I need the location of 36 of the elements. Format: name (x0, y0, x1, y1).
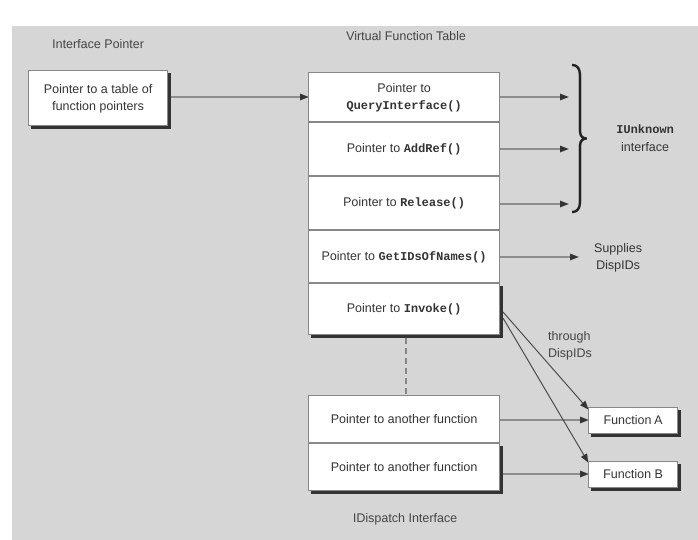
table-row (308, 395, 500, 443)
dashed-connector (405, 338, 407, 395)
edge-note: through DispIDs (548, 328, 593, 362)
table-row (308, 176, 500, 230)
table-row (308, 230, 500, 283)
arrow (500, 253, 579, 261)
node-text: Pointer to another function (330, 410, 478, 428)
caption-text: IDispatch Interface (352, 510, 458, 527)
arrow (500, 145, 569, 153)
table-row (308, 283, 500, 335)
arrow (503, 470, 589, 478)
heading-text: Interface Pointer (51, 36, 145, 53)
node-text: Function A (602, 412, 664, 429)
caption-text: Virtual Function Table (345, 28, 467, 45)
node-text: Pointer to another function (330, 458, 478, 476)
pointer-box (28, 70, 168, 126)
node-text: Pointer to GetIDsOfNames() (320, 248, 488, 266)
node-text: Pointer to Invoke() (346, 300, 462, 318)
arrow (500, 93, 569, 101)
node-text: Pointer to QueryInterface() (345, 80, 463, 114)
arrow (171, 93, 309, 101)
node-text: Pointer to a table of function pointers (42, 81, 154, 115)
arrow (500, 200, 569, 208)
node-text: Function B (602, 466, 664, 483)
arrow (500, 416, 589, 424)
function-box (588, 407, 678, 434)
arrow (502, 312, 589, 410)
table-row (308, 72, 500, 122)
arrow (502, 318, 588, 463)
node-text: IUnknown interface (615, 122, 675, 156)
node-text: Pointer to Release() (342, 194, 466, 212)
function-box (588, 461, 678, 488)
node-text: Pointer to AddRef() (346, 140, 462, 158)
table-row (308, 443, 500, 491)
node-text: Supplies DispIDs (593, 240, 643, 274)
table-row (308, 122, 500, 176)
